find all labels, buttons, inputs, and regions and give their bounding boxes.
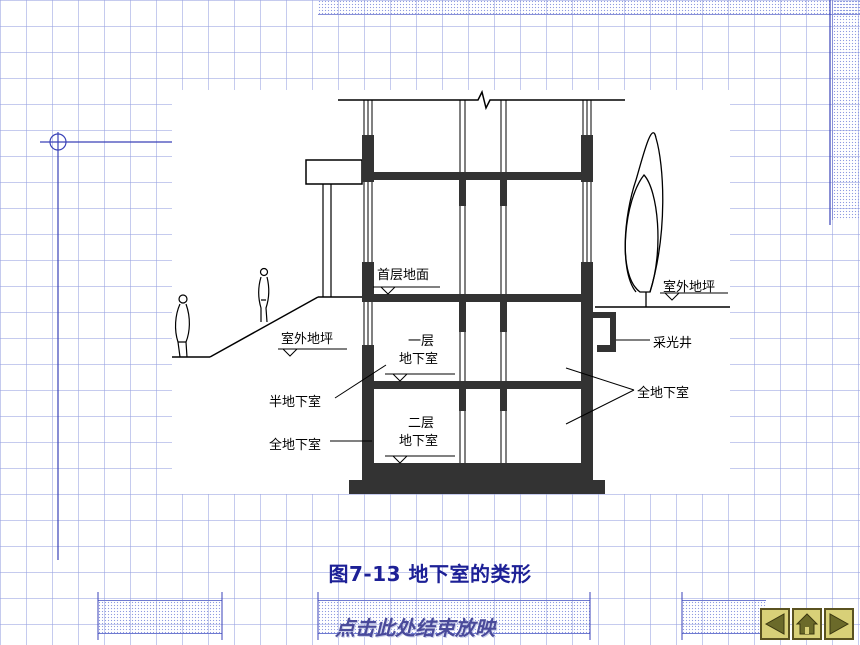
label-first-floor-ground: 首层地面 [377, 268, 430, 283]
bottom-decor-strip-left [98, 600, 222, 634]
label-full-basement-left: 全地下室 [269, 438, 322, 453]
right-decor-strip [832, 0, 860, 220]
label-basement-2-line1: 二层 [408, 416, 435, 431]
label-outdoor-ground-left: 室外地坪 [281, 332, 334, 347]
bottom-decor-strip-center [318, 600, 590, 634]
top-decor-strip [318, 0, 860, 15]
label-light-well: 采光井 [653, 336, 693, 351]
section-drawing [172, 90, 730, 494]
forward-button[interactable] [824, 608, 854, 640]
end-slideshow-link[interactable]: 点击此处结束放映 [335, 616, 495, 640]
back-button[interactable] [760, 608, 790, 640]
label-basement-1-line2: 地下室 [399, 352, 439, 367]
label-outdoor-ground-right: 室外地坪 [663, 280, 716, 295]
back-arrow-icon [764, 613, 785, 635]
label-basement-1-line1: 一层 [408, 334, 435, 349]
forward-arrow-icon [829, 613, 850, 635]
home-icon [795, 613, 819, 635]
home-button[interactable] [792, 608, 822, 640]
figure-caption: 图7-13 地下室的类形 [328, 562, 532, 586]
label-full-basement-right: 全地下室 [637, 386, 690, 401]
basement-section-diagram: 首层地面 室外地坪 室外地坪 采光井 一层 地下室 二层 地下室 半地下室 全地… [172, 90, 730, 494]
label-basement-2-line2: 地下室 [399, 434, 439, 449]
bottom-decor-strip-right [682, 600, 766, 634]
label-semi-basement: 半地下室 [269, 395, 322, 410]
